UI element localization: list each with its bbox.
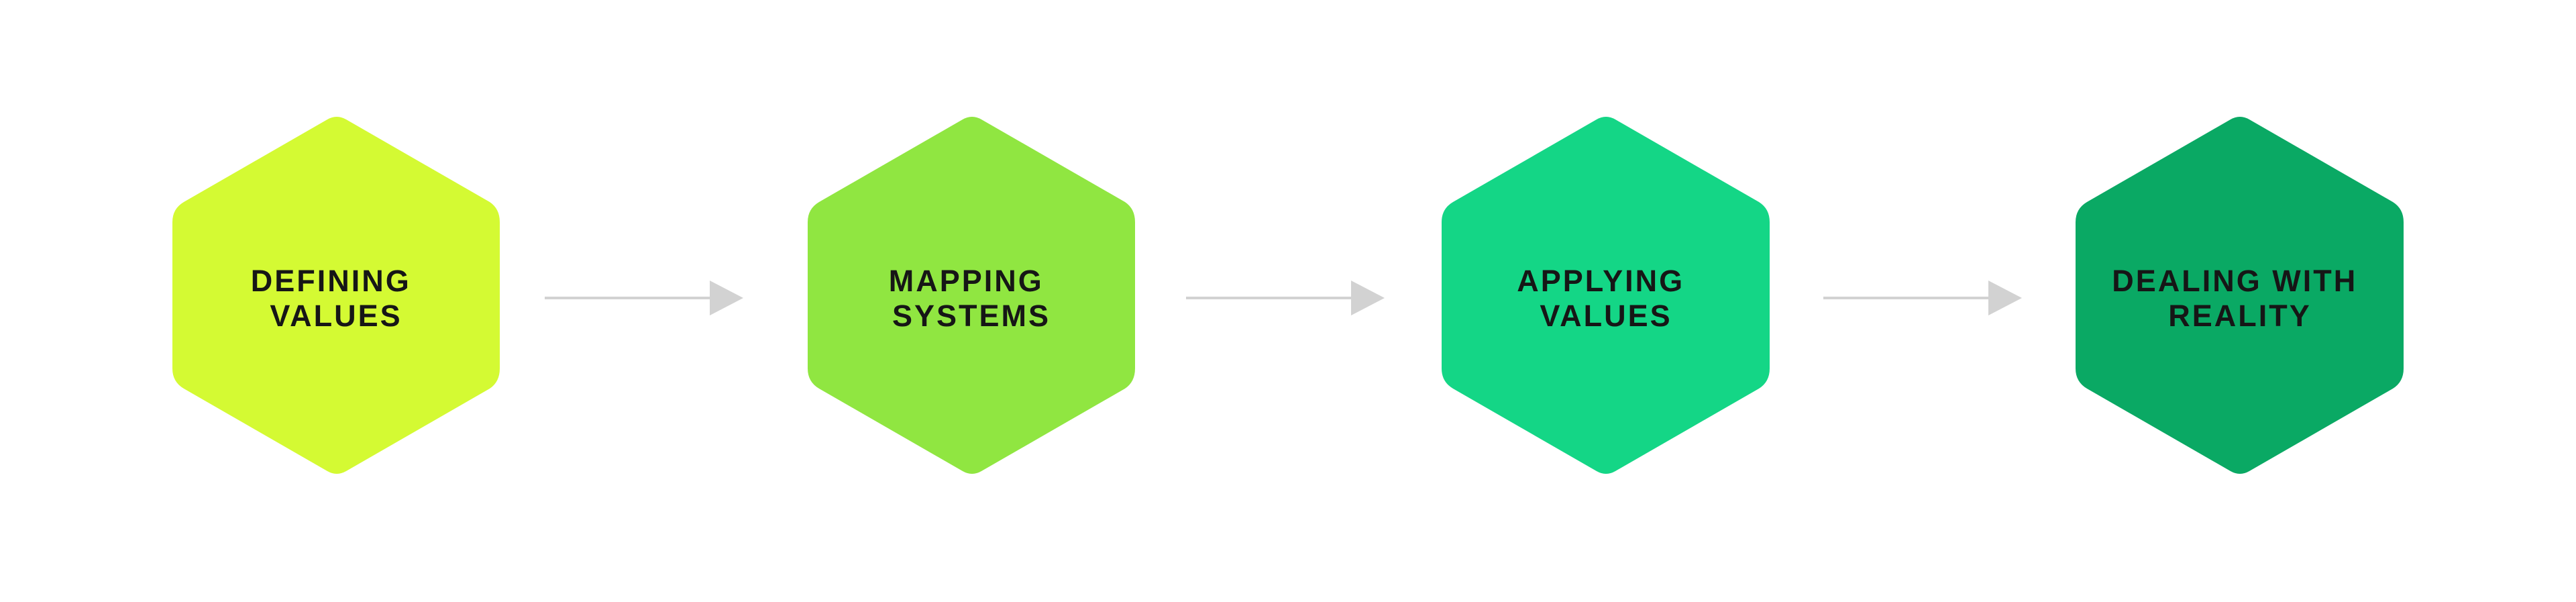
step-label-line-2: SYSTEMS	[892, 299, 1051, 333]
hexagon-applying-values	[1442, 117, 1770, 474]
step-label-line-1: DEALING WITH	[2112, 264, 2357, 298]
step-label-line-1: APPLYING	[1517, 264, 1684, 298]
step-applying-values: APPLYING VALUES	[1442, 117, 1770, 474]
step-defining-values: DEFINING VALUES	[172, 117, 500, 474]
hexagon-dealing-with-reality	[2076, 117, 2404, 474]
arrow-connector	[545, 281, 743, 315]
step-label-defining-values: DEFINING VALUES	[251, 264, 422, 333]
step-dealing-with-reality: DEALING WITH REALITY	[2076, 117, 2404, 474]
step-label-mapping-systems: MAPPING SYSTEMS	[889, 264, 1055, 333]
step-label-applying-values: APPLYING VALUES	[1517, 264, 1695, 333]
arrow-connector	[1823, 281, 2022, 315]
step-label-dealing-with-reality: DEALING WITH REALITY	[2112, 264, 2367, 333]
arrow-connector	[1186, 281, 1385, 315]
hexagon-defining-values	[172, 117, 500, 474]
step-label-line-1: DEFINING	[251, 264, 411, 298]
step-label-line-2: REALITY	[2168, 299, 2312, 333]
step-label-line-2: VALUES	[1540, 299, 1672, 333]
step-label-line-1: MAPPING	[889, 264, 1044, 298]
step-label-line-2: VALUES	[270, 299, 402, 333]
hexagon-mapping-systems	[808, 117, 1135, 474]
step-mapping-systems: MAPPING SYSTEMS	[808, 117, 1135, 474]
